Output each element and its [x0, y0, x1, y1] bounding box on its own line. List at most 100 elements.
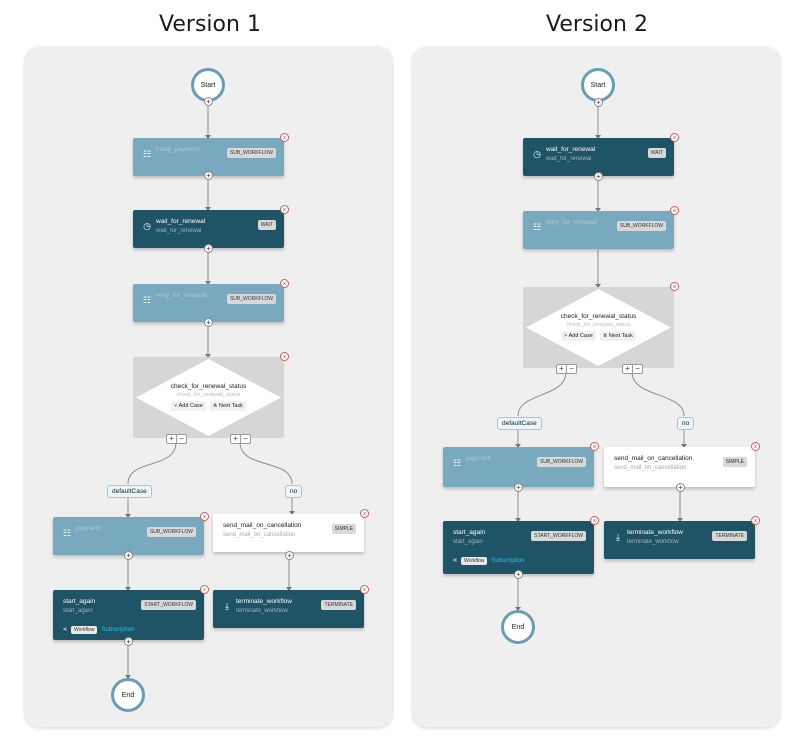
- add-task-button[interactable]: +: [124, 551, 133, 560]
- add-task-button[interactable]: +: [514, 483, 523, 492]
- remove-task-icon[interactable]: ×: [670, 282, 679, 291]
- end-label: End: [511, 623, 525, 631]
- task-reference: send_mail_on_cancellation: [614, 465, 687, 471]
- add-task-button[interactable]: +: [204, 97, 213, 106]
- remove-task-icon[interactable]: ×: [280, 133, 289, 142]
- task-type-badge: SUB_WORKFLOW: [146, 527, 196, 537]
- task-name: payment: [466, 455, 491, 462]
- case-label-default[interactable]: defaultCase: [497, 417, 542, 430]
- subworkflow-icon: ☷: [532, 222, 542, 232]
- task-terminate-workflow[interactable]: ⤓ terminate_workflow terminate_workflow …: [604, 516, 760, 559]
- download-icon: ⤓: [225, 601, 229, 611]
- add-task-button[interactable]: +: [204, 318, 213, 327]
- add-task-button[interactable]: +: [514, 570, 523, 579]
- start-node[interactable]: Start: [581, 68, 615, 102]
- start-label: Start: [590, 81, 606, 89]
- branch-icon: ⋔: [212, 403, 219, 409]
- end-node[interactable]: End: [111, 678, 145, 712]
- task-wait-for-renewal[interactable]: ◷ wait_for_renewal wait_for_renewal WAIT…: [523, 133, 679, 176]
- branch-icon: ⋔: [602, 333, 609, 339]
- task-wait-for-renewal[interactable]: ◷ wait_for_renewal wait_for_renewal WAIT…: [133, 205, 289, 248]
- start-node[interactable]: Start: [191, 68, 225, 102]
- remove-task-icon[interactable]: ×: [360, 509, 369, 518]
- switch-reference: check_for_renewal_status: [566, 322, 631, 328]
- add-task-button[interactable]: +: [124, 637, 133, 646]
- remove-task-icon[interactable]: ×: [751, 442, 760, 451]
- switch-name: check_for_renewal_status: [170, 383, 247, 390]
- remove-task-icon[interactable]: ×: [280, 279, 289, 288]
- switch-task-check-for-renewal-status[interactable]: check_for_renewal_status check_for_renew…: [133, 352, 289, 438]
- add-task-button[interactable]: +: [594, 172, 603, 181]
- end-node[interactable]: End: [501, 610, 535, 644]
- task-start-again[interactable]: start_again start_again START_WORKFLOW ⪪…: [443, 516, 599, 574]
- task-name: payment: [76, 525, 101, 532]
- switch-task-check-for-renewal-status[interactable]: check_for_renewal_status check_for_renew…: [523, 282, 679, 368]
- task-type-badge: WAIT: [647, 148, 666, 158]
- case-plus-minus-control[interactable]: +−: [622, 364, 643, 374]
- remove-task-icon[interactable]: ×: [670, 133, 679, 142]
- case-label-default[interactable]: defaultCase: [107, 485, 152, 498]
- remove-task-icon[interactable]: ×: [200, 585, 209, 594]
- case-plus-minus-control[interactable]: +−: [166, 434, 187, 444]
- task-reference: send_mail_on_cancellation: [223, 532, 296, 538]
- task-type-badge: SUB_WORKFLOW: [616, 221, 666, 231]
- task-send-mail-on-cancellation[interactable]: send_mail_on_cancellation send_mail_on_c…: [604, 442, 760, 487]
- task-name: initial_payment: [156, 146, 200, 153]
- task-name: send_mail_on_cancellation: [223, 522, 302, 529]
- task-reference: terminate_workflow: [236, 608, 288, 614]
- remove-task-icon[interactable]: ×: [280, 205, 289, 214]
- remove-task-icon[interactable]: ×: [280, 352, 289, 361]
- next-task-button[interactable]: ⋔ Next Task: [599, 331, 636, 341]
- task-reference: start_again: [453, 539, 483, 545]
- task-start-again[interactable]: start_again start_again START_WORKFLOW ⪪…: [53, 585, 209, 640]
- add-task-button[interactable]: +: [594, 98, 603, 107]
- version-1-title: Version 1: [159, 12, 261, 37]
- task-reference: start_again: [63, 608, 93, 614]
- task-retry-for-renewal[interactable]: ☷ retry_for_renewal SUB_WORKFLOW ×: [133, 279, 289, 322]
- subworkflow-icon: ☷: [62, 528, 72, 538]
- task-terminate-workflow[interactable]: ⤓ terminate_workflow terminate_workflow …: [213, 585, 369, 628]
- task-name: start_again: [63, 598, 96, 605]
- remove-task-icon[interactable]: ×: [360, 585, 369, 594]
- task-reference: wait_for_renewal: [546, 156, 592, 162]
- version-2-title: Version 2: [546, 12, 648, 37]
- add-task-button[interactable]: +: [204, 244, 213, 253]
- workflow-link[interactable]: Subscription: [491, 558, 525, 564]
- remove-task-icon[interactable]: ×: [751, 516, 760, 525]
- remove-task-icon[interactable]: ×: [200, 512, 209, 521]
- share-icon: ⪪: [453, 557, 457, 564]
- task-type-badge: TERMINATE: [321, 600, 356, 610]
- task-type-badge: TERMINATE: [712, 531, 747, 541]
- remove-task-icon[interactable]: ×: [590, 516, 599, 525]
- case-plus-minus-control[interactable]: +−: [230, 434, 251, 444]
- task-name: wait_for_renewal: [156, 218, 206, 225]
- add-task-button[interactable]: +: [204, 171, 213, 180]
- next-task-button[interactable]: ⋔ Next Task: [209, 401, 246, 411]
- task-initial-payment[interactable]: ☷ initial_payment SUB_WORKFLOW ×: [133, 133, 289, 176]
- add-task-button[interactable]: +: [285, 551, 294, 560]
- clock-icon: ◷: [533, 149, 541, 159]
- workflow-badge: Workflow: [460, 557, 488, 565]
- task-name: retry_for_renewal: [546, 219, 597, 226]
- subworkflow-icon: ☷: [142, 149, 152, 159]
- task-retry-for-renewal[interactable]: ☷ retry_for_renewal SUB_WORKFLOW ×: [523, 206, 679, 249]
- remove-task-icon[interactable]: ×: [590, 442, 599, 451]
- add-task-button[interactable]: +: [676, 483, 685, 492]
- task-type-badge: SIMPLE: [722, 457, 747, 467]
- case-label-no[interactable]: no: [285, 485, 303, 498]
- download-icon: ⤓: [616, 532, 620, 542]
- case-plus-minus-control[interactable]: +−: [556, 364, 577, 374]
- task-payment[interactable]: ☷ payment SUB_WORKFLOW ×: [443, 442, 599, 487]
- task-payment[interactable]: ☷ payment SUB_WORKFLOW ×: [53, 512, 209, 555]
- task-name: start_again: [453, 529, 486, 536]
- case-label-no[interactable]: no: [677, 417, 695, 430]
- add-case-button[interactable]: ⑂ Add Case: [561, 331, 596, 341]
- remove-task-icon[interactable]: ×: [670, 206, 679, 215]
- task-name: terminate_workflow: [236, 598, 292, 605]
- task-name: send_mail_on_cancellation: [614, 455, 693, 462]
- add-case-button[interactable]: ⑂ Add Case: [171, 401, 206, 411]
- workflow-link[interactable]: Subscription: [101, 627, 135, 633]
- task-type-badge: SUB_WORKFLOW: [536, 457, 586, 467]
- task-send-mail-on-cancellation[interactable]: send_mail_on_cancellation send_mail_on_c…: [213, 509, 369, 552]
